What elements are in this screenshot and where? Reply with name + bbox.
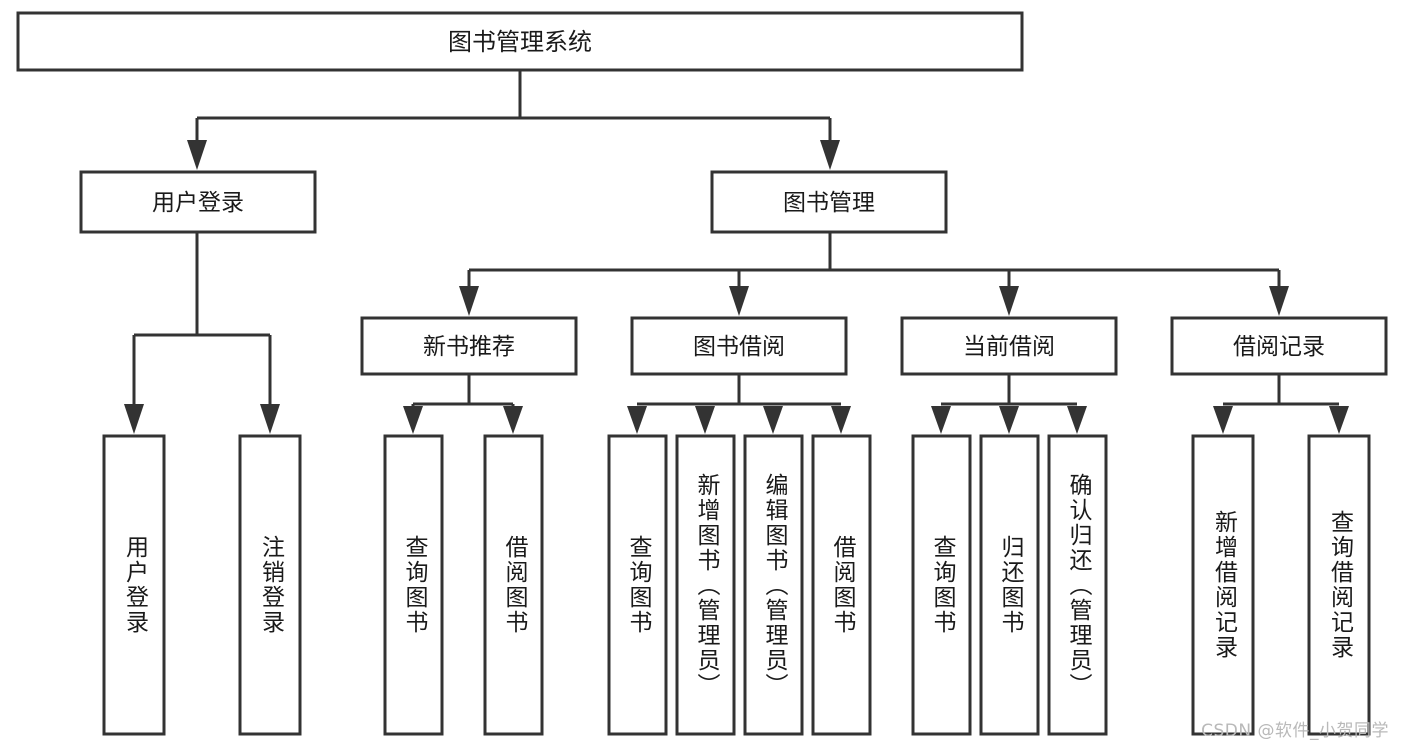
arrow-head-icon: [260, 404, 280, 434]
arrow-head-icon: [1213, 406, 1233, 434]
node-leaf-8-box[interactable]: [811, 434, 872, 736]
arrow-head-icon: [403, 406, 423, 434]
node-newbook-box[interactable]: [360, 316, 578, 376]
arrow-head-icon: [831, 406, 851, 434]
node-newbook[interactable]: 新书推荐: [360, 316, 578, 376]
node-newbook-label: 新书推荐: [423, 334, 515, 360]
arrow-head-icon: [820, 140, 840, 170]
arrow-head-icon: [503, 406, 523, 434]
arrow-head-icon: [999, 406, 1019, 434]
connector-record-to-leaves: [1213, 374, 1349, 434]
node-leaf-3-box[interactable]: [383, 434, 444, 736]
node-leaf-4-box[interactable]: [483, 434, 544, 736]
node-current-box[interactable]: [900, 316, 1118, 376]
node-bookmgmt[interactable]: 图书管理: [710, 170, 948, 234]
node-root-box[interactable]: [16, 11, 1024, 72]
arrow-head-icon: [124, 404, 144, 434]
node-leaf-9-box[interactable]: [911, 434, 972, 736]
arrow-head-icon: [187, 140, 207, 170]
node-login[interactable]: 用户登录: [79, 170, 317, 234]
arrow-head-icon: [931, 406, 951, 434]
node-bookmgmt-label: 图书管理: [783, 190, 875, 216]
node-leaf-13-box[interactable]: [1307, 434, 1371, 736]
arrow-head-icon: [729, 286, 749, 316]
node-leaf-1-box[interactable]: [102, 434, 166, 736]
node-current-label: 当前借阅: [963, 334, 1055, 360]
connector-root-to-level2: [187, 70, 840, 170]
connector-newbook-to-leaves: [403, 374, 523, 434]
node-login-box[interactable]: [79, 170, 317, 234]
node-leaf-10-box[interactable]: [979, 434, 1040, 736]
connector-borrow-to-leaves: [627, 374, 851, 434]
arrow-head-icon: [1067, 406, 1087, 434]
node-borrow-box[interactable]: [630, 316, 848, 376]
node-root-label: 图书管理系统: [448, 28, 592, 56]
node-root[interactable]: 图书管理系统: [16, 11, 1024, 72]
arrow-head-icon: [695, 406, 715, 434]
arrow-head-icon: [459, 286, 479, 316]
arrow-head-icon: [1329, 406, 1349, 434]
node-record[interactable]: 借阅记录: [1170, 316, 1388, 376]
node-current[interactable]: 当前借阅: [900, 316, 1118, 376]
arrow-head-icon: [763, 406, 783, 434]
node-record-box[interactable]: [1170, 316, 1388, 376]
connector-bookmgmt-to-level3: [459, 232, 1289, 316]
node-leaf-7-box[interactable]: [743, 434, 804, 736]
node-record-label: 借阅记录: [1233, 334, 1325, 360]
node-leaf-6-box[interactable]: [675, 434, 736, 736]
arrow-head-icon: [999, 286, 1019, 316]
arrow-head-icon: [1269, 286, 1289, 316]
node-borrow-label: 图书借阅: [693, 334, 785, 360]
node-leaf-11-box[interactable]: [1047, 434, 1108, 736]
node-bookmgmt-box[interactable]: [710, 170, 948, 234]
connector-login-to-leaves: [124, 232, 280, 434]
node-leaf-5-box[interactable]: [607, 434, 668, 736]
node-borrow[interactable]: 图书借阅: [630, 316, 848, 376]
leaf-boxes: [102, 434, 1371, 736]
node-login-label: 用户登录: [152, 190, 244, 216]
node-leaf-12-box[interactable]: [1191, 434, 1255, 736]
connector-current-to-leaves: [931, 374, 1087, 434]
node-leaf-2-box[interactable]: [238, 434, 302, 736]
arrow-head-icon: [627, 406, 647, 434]
